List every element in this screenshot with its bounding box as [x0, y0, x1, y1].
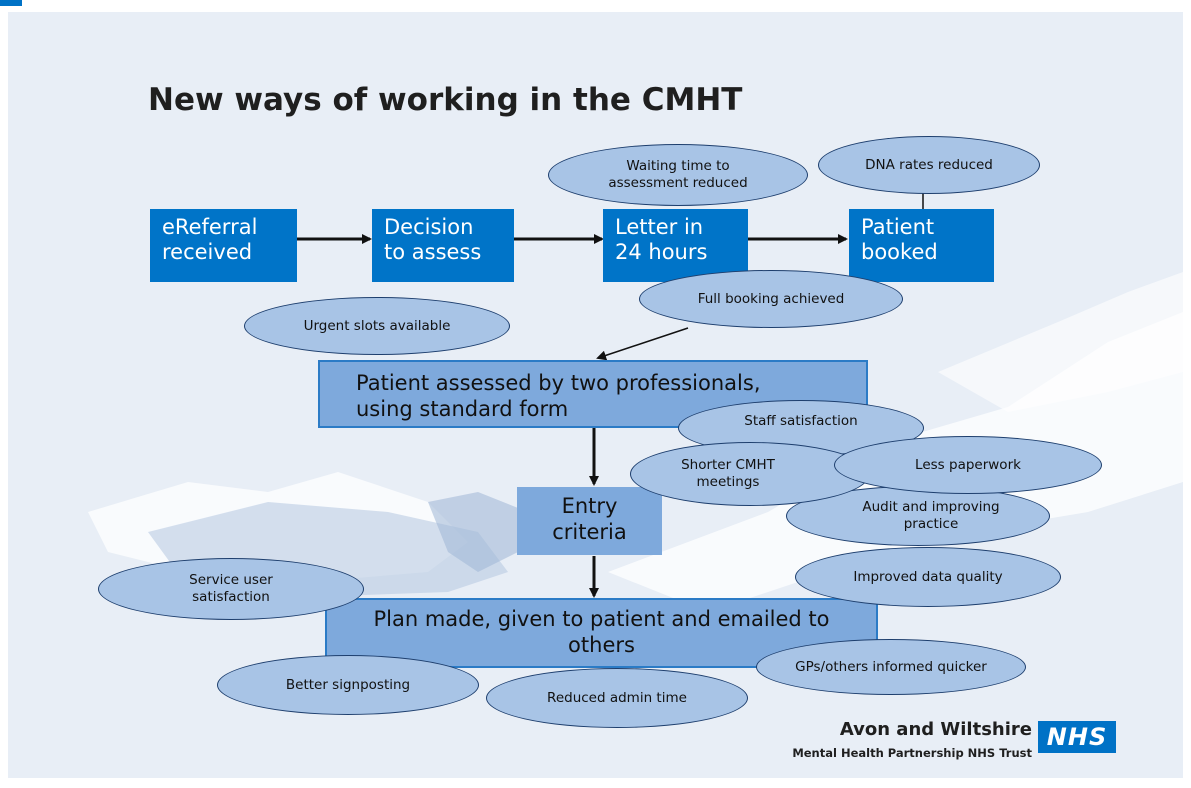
- dna-label: DNA rates reduced: [865, 156, 993, 173]
- waiting-line1: Waiting time to: [626, 158, 730, 174]
- plan-line1: Plan made, given to patient and emailed …: [373, 607, 830, 631]
- service-user-line1: Service user: [189, 572, 273, 588]
- step-decision-to-assess: Decision to assess: [372, 209, 514, 282]
- corner-mark: [0, 0, 22, 6]
- step-ereferral-received: eReferral received: [150, 209, 297, 282]
- signposting-label: Better signposting: [285, 676, 411, 693]
- plan-line2: others: [568, 633, 635, 657]
- staff-satisfaction-label: Staff satisfaction: [744, 412, 858, 429]
- step-letter-line2: 24 hours: [615, 240, 708, 264]
- org-subtitle: Mental Health Partnership NHS Trust: [792, 746, 1032, 760]
- step-decision-line1: Decision: [384, 215, 474, 239]
- shorter-meetings-line1: Shorter CMHT: [681, 457, 775, 473]
- page-title: New ways of working in the CMHT: [148, 82, 743, 118]
- step-decision-line2: to assess: [384, 240, 482, 264]
- full-booking-label: Full booking achieved: [697, 290, 845, 307]
- admin-time-label: Reduced admin time: [547, 689, 687, 706]
- less-paperwork-label: Less paperwork: [915, 456, 1021, 473]
- step-letter-24-hours: Letter in 24 hours: [603, 209, 748, 282]
- entry-line2: criteria: [552, 520, 627, 544]
- step-patient-booked: Patient booked: [849, 209, 994, 282]
- waiting-line2: assessment reduced: [608, 175, 748, 191]
- gps-informed-label: GPs/others informed quicker: [795, 658, 987, 675]
- oval-full-booking: Full booking achieved: [639, 270, 903, 328]
- entry-line1: Entry: [561, 494, 618, 518]
- assessment-line2: using standard form: [356, 397, 569, 421]
- data-quality-label: Improved data quality: [853, 568, 1003, 585]
- audit-line2: practice: [903, 516, 959, 532]
- oval-dna-rates: DNA rates reduced: [818, 136, 1040, 194]
- service-user-line2: satisfaction: [192, 589, 270, 605]
- step-ereferral-line1: eReferral: [162, 215, 258, 239]
- nhs-logo-text: NHS: [1046, 723, 1108, 751]
- org-name: Avon and Wiltshire: [839, 719, 1032, 740]
- oval-signposting: Better signposting: [217, 655, 479, 715]
- step-booked-line1: Patient: [861, 215, 935, 239]
- step-ereferral-line2: received: [162, 240, 253, 264]
- oval-data-quality: Improved data quality: [795, 547, 1061, 607]
- step-booked-line2: booked: [861, 240, 938, 264]
- audit-line1: Audit and improving: [862, 499, 1000, 515]
- entry-criteria-box: Entry criteria: [517, 487, 662, 555]
- slide: New ways of working in the CMHT eReferra…: [8, 12, 1183, 778]
- oval-admin-time: Reduced admin time: [486, 668, 748, 728]
- oval-less-paperwork: Less paperwork: [834, 436, 1102, 494]
- step-letter-line1: Letter in: [615, 215, 704, 239]
- oval-gps-informed: GPs/others informed quicker: [756, 639, 1026, 695]
- nhs-logo: NHS: [1038, 721, 1116, 753]
- urgent-slots-label: Urgent slots available: [303, 317, 451, 334]
- assessment-line1: Patient assessed by two professionals,: [356, 371, 761, 395]
- oval-urgent-slots: Urgent slots available: [244, 297, 510, 355]
- shorter-meetings-line2: meetings: [696, 474, 760, 490]
